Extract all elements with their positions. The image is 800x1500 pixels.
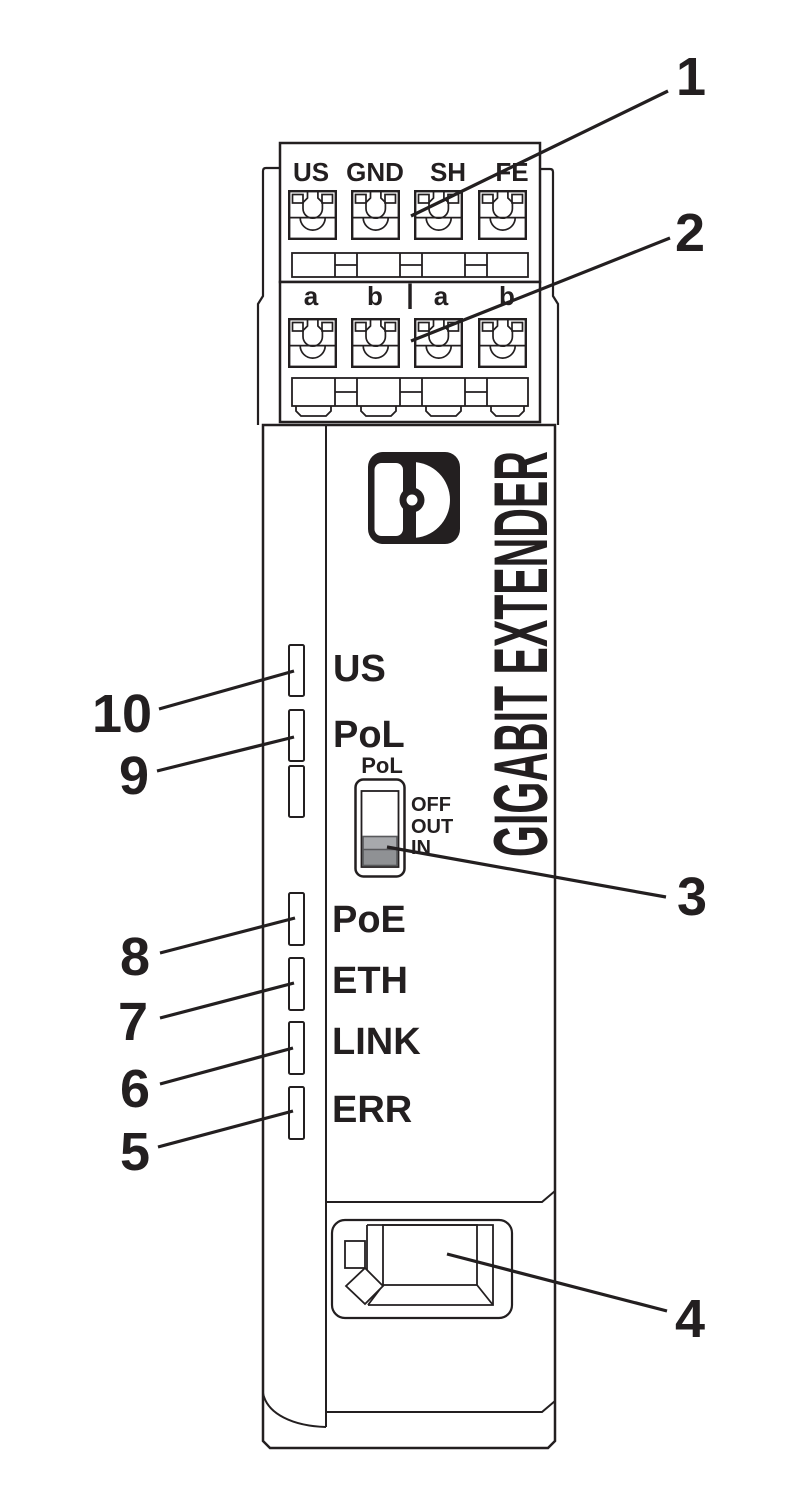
leader-line-8: [159, 916, 296, 955]
terminal-label-fe: FE: [495, 157, 529, 187]
callout-7: 7: [117, 992, 149, 1052]
terminal-label-b2: b: [499, 281, 515, 311]
leader-line-9: [156, 735, 295, 773]
rj45-latch: [344, 1240, 385, 1306]
leader-line-10: [158, 669, 295, 711]
switch-position-off: OFF: [411, 794, 451, 816]
led-window-us: [288, 644, 305, 697]
switch-position-in: IN: [411, 837, 431, 859]
terminal-block-power: [278, 141, 542, 284]
callout-4: 4: [674, 1289, 706, 1349]
terminal-clamp: [351, 318, 400, 368]
led-windows: [288, 644, 305, 1140]
terminal-clamp: [414, 189, 463, 241]
terminal-clamp: [351, 189, 400, 241]
callout-8: 8: [119, 927, 151, 987]
terminal-label-b1: b: [367, 281, 383, 311]
leader-line-7: [159, 981, 295, 1020]
leader-line-1: [410, 89, 669, 218]
terminal-clamp: [288, 318, 337, 368]
led-label-link: LINK: [332, 1021, 421, 1063]
switch-label: PoL: [361, 753, 403, 778]
terminal-label-a1: a: [303, 281, 319, 311]
terminal-pair-separator: |: [406, 279, 414, 309]
led-label-err: ERR: [332, 1089, 413, 1131]
callout-1: 1: [675, 47, 707, 107]
led-window-pol: [288, 709, 305, 762]
terminal-clamp: [288, 189, 337, 241]
top-housing: [256, 166, 560, 425]
terminal-clamp: [478, 318, 527, 368]
release-slot-row: [291, 252, 529, 278]
leader-line-2: [410, 236, 671, 343]
switch-slider: [362, 835, 398, 867]
led-label-poe: PoE: [332, 899, 406, 941]
led-label-eth: ETH: [332, 960, 408, 1002]
phoenix-contact-logo: [368, 452, 460, 544]
terminal-clamp: [478, 189, 527, 241]
callout-9: 9: [118, 746, 150, 806]
left-strip-bottom-curve: [262, 1392, 327, 1428]
switch-position-out: OUT: [411, 816, 454, 838]
terminal-clamp: [414, 318, 463, 368]
callout-5: 5: [119, 1122, 151, 1182]
leader-line-4: [446, 1252, 668, 1313]
callout-2: 2: [674, 203, 706, 263]
vertical-product-title: GIGABIT EXTENDER: [479, 451, 564, 857]
device-body: [261, 423, 557, 1450]
callout-leader-lines: [156, 89, 671, 1313]
terminal-label-a2: a: [433, 281, 449, 311]
callout-10: 10: [91, 684, 153, 744]
led-window-spare: [288, 765, 305, 818]
terminal-label-gnd: GND: [346, 157, 404, 187]
leader-line-5: [157, 1109, 294, 1149]
leader-line-6: [159, 1046, 294, 1086]
pol-switch: [354, 778, 406, 878]
terminal-label-sh: SH: [429, 157, 467, 187]
callout-3: 3: [676, 867, 708, 927]
terminal-label-us: US: [292, 157, 330, 187]
release-slot-row: [291, 377, 529, 417]
lower-body-seam: [326, 1400, 556, 1413]
led-label-us: US: [333, 648, 386, 690]
upper-body-seam: [326, 1190, 556, 1203]
led-label-pol: PoL: [333, 714, 405, 756]
leader-line-3: [386, 845, 667, 899]
callout-6: 6: [119, 1059, 151, 1119]
